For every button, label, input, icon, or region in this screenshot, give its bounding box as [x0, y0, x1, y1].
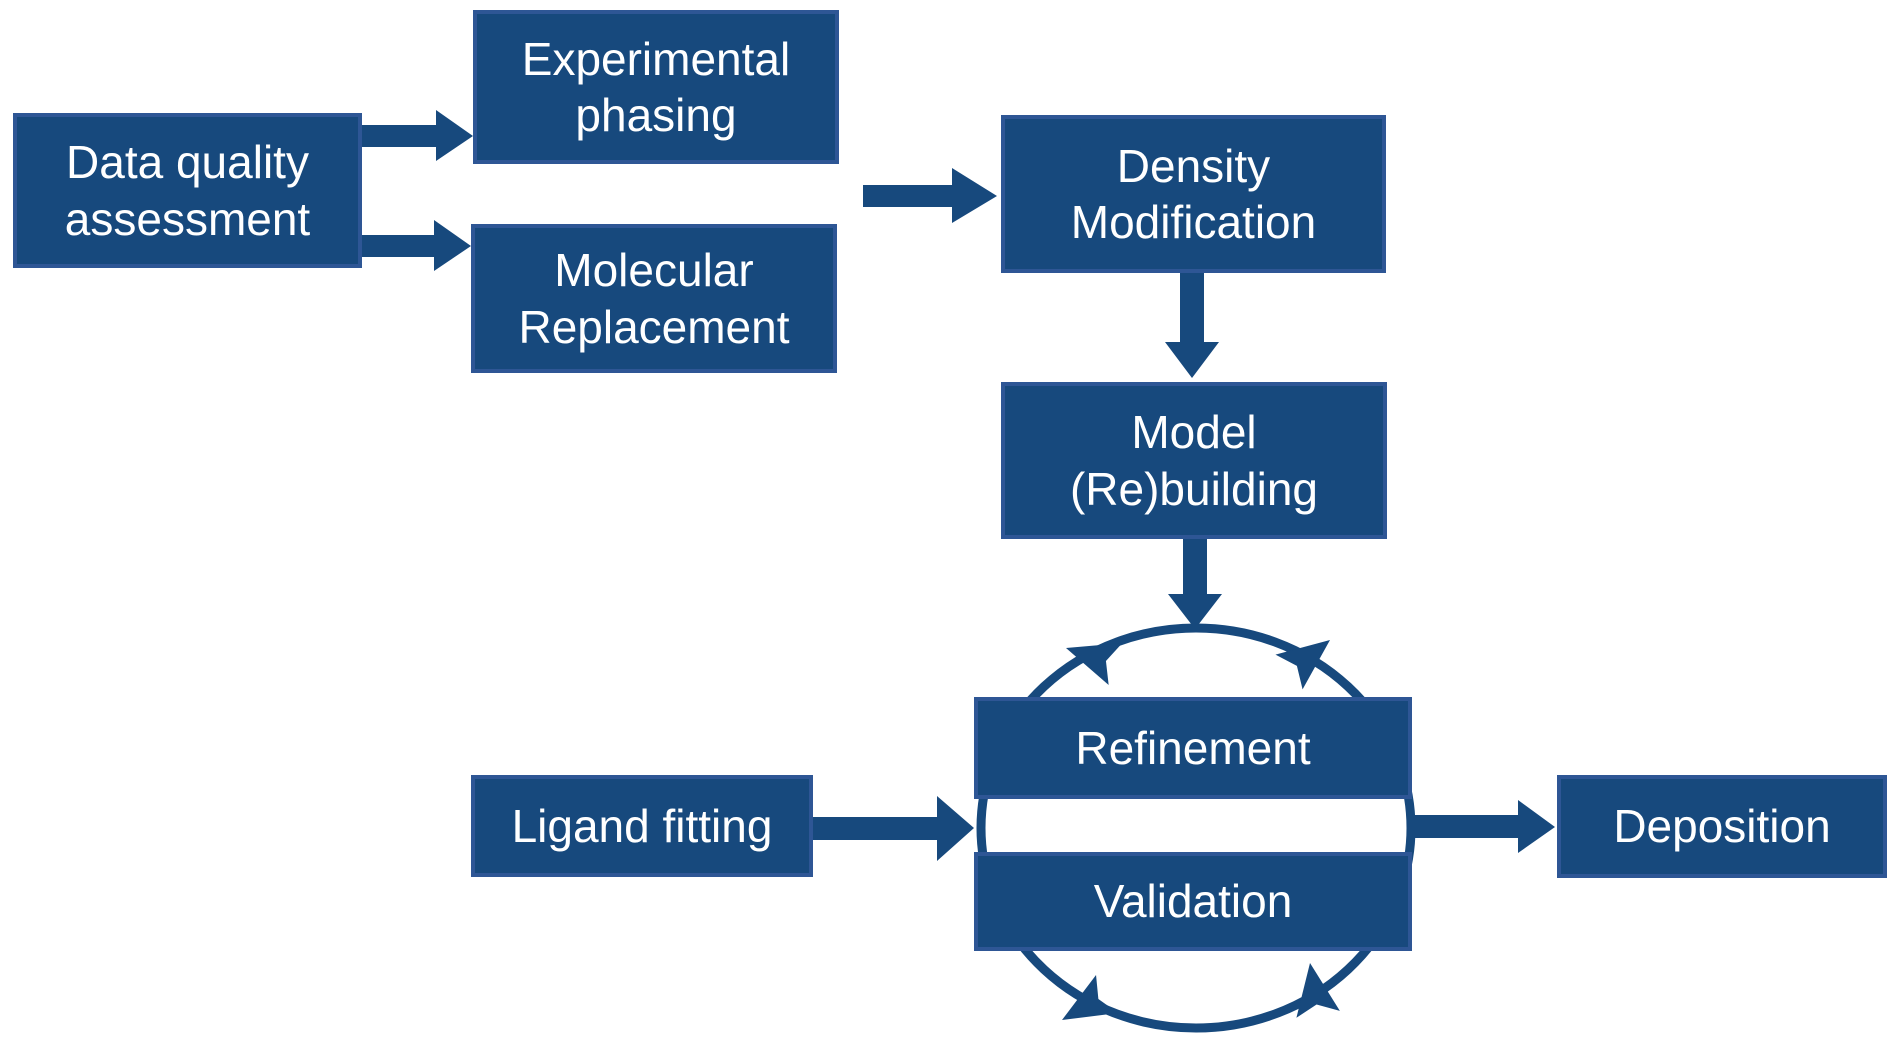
- arrow-phasing-to-density-modification: [863, 168, 997, 223]
- cycle-arrowhead-top-right: [1275, 640, 1330, 690]
- node-deposition: Deposition: [1557, 775, 1887, 878]
- cycle-arrowhead-bottom-left: [1062, 974, 1119, 1020]
- node-data-quality-assessment: Data quality assessment: [13, 113, 362, 268]
- cycle-arrowhead-bottom-right: [1296, 963, 1340, 1018]
- node-density-modification: Density Modification: [1001, 115, 1386, 273]
- node-molecular-replacement: Molecular Replacement: [471, 224, 837, 373]
- arrow-dqa-to-experimental-phasing: [362, 110, 473, 161]
- arrow-cycle-to-deposition: [1412, 800, 1555, 853]
- cycle-arrowhead-top-left: [1066, 643, 1123, 685]
- node-ligand-fitting: Ligand fitting: [471, 775, 813, 877]
- node-experimental-phasing: Experimental phasing: [473, 10, 839, 164]
- cycle-ring: [976, 623, 1416, 1033]
- node-validation: Validation: [974, 852, 1412, 951]
- arrow-model-rebuilding-to-cycle: [1168, 539, 1222, 629]
- node-refinement: Refinement: [974, 697, 1412, 799]
- arrow-density-modification-to-model-rebuilding: [1165, 273, 1219, 378]
- node-model-rebuilding: Model (Re)building: [1001, 382, 1387, 539]
- arrow-dqa-to-molecular-replacement: [362, 220, 471, 271]
- arrow-ligand-fitting-to-cycle: [813, 796, 974, 861]
